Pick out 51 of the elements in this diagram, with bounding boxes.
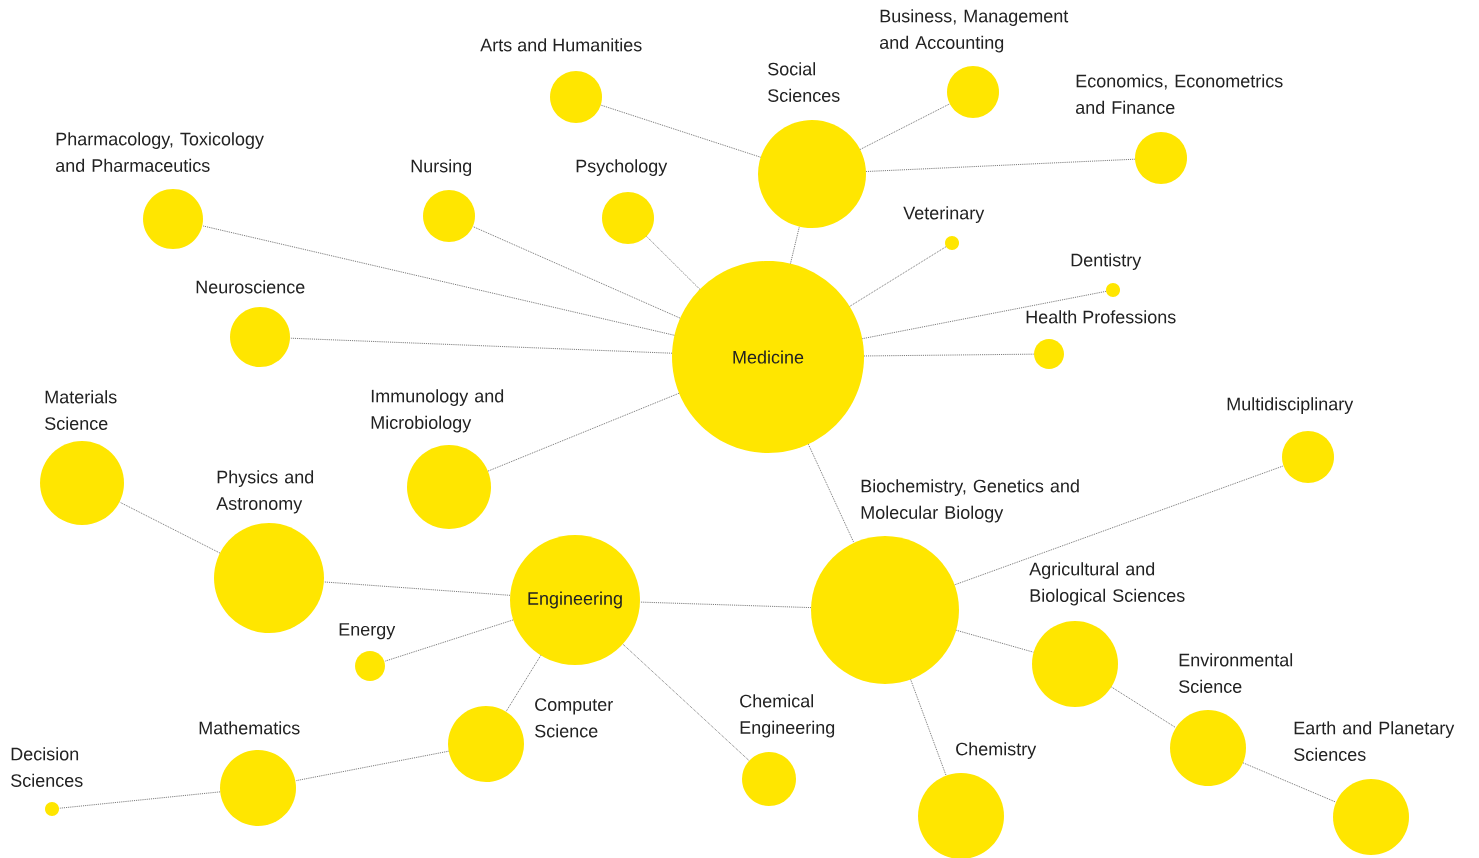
connector-line	[202, 225, 675, 336]
node-label: Social Sciences	[768, 62, 840, 102]
node-label: Business, Management and Accounting	[880, 9, 1069, 53]
node-label: Immunology and Microbiology	[371, 389, 504, 433]
node-label: Arts and Humanities	[480, 38, 642, 52]
node-label: Mathematics	[199, 721, 300, 735]
connector-line	[472, 226, 681, 319]
connector-line	[849, 246, 947, 307]
node-label: Chemical Engineering	[740, 694, 835, 738]
node-label: Decision Sciences	[11, 747, 83, 787]
connector-line	[505, 655, 542, 712]
node-label: Neuroscience	[196, 280, 305, 294]
node-label: Economics, Econometrics and Finance	[1076, 74, 1283, 114]
node-label: Environmental Science	[1179, 653, 1293, 693]
connector-line	[119, 501, 221, 554]
node-label: Physics and Astronomy	[216, 470, 314, 514]
connector-line	[955, 629, 1034, 653]
node-label: Health Professions	[1026, 310, 1176, 324]
connector-line	[954, 465, 1284, 586]
connector-line	[58, 791, 221, 809]
connector-line	[1242, 762, 1337, 803]
node-label: Pharmacology, Toxicology and Pharmaceutics	[56, 132, 264, 172]
node-label: Biochemistry, Genetics and Molecular Biology	[861, 479, 1079, 523]
connector-line	[862, 290, 1107, 340]
node-label: Computer Science	[535, 698, 613, 738]
node-label: Veterinary	[903, 206, 985, 223]
connector-line	[384, 619, 514, 662]
node-label: Nursing	[411, 159, 472, 176]
node-label: Earth and Planetary Sciences	[1294, 721, 1455, 761]
connector-line	[807, 443, 855, 544]
connector-line	[323, 581, 511, 596]
connector-line	[859, 103, 951, 150]
node-label: Energy	[339, 623, 396, 640]
connector-line	[639, 601, 812, 609]
node-label: Psychology	[576, 159, 668, 176]
node-label: Materials Science	[45, 390, 117, 430]
connector-line	[289, 337, 673, 354]
node-label: Chemistry	[956, 742, 1037, 759]
node-label: Multidisciplinary	[1227, 397, 1354, 414]
connector-line	[600, 104, 761, 158]
connector-line	[622, 643, 750, 761]
connector-line	[863, 353, 1035, 357]
connector-line	[646, 236, 701, 290]
connector-line	[1111, 686, 1177, 729]
connector-line	[865, 158, 1136, 172]
connector-line	[790, 226, 800, 264]
node-label: Agricultural and Biological Sciences	[1029, 562, 1185, 606]
connector-line	[487, 392, 680, 472]
connector-line	[295, 750, 449, 782]
connector-line	[910, 679, 947, 776]
node-label: Dentistry	[1071, 253, 1142, 270]
